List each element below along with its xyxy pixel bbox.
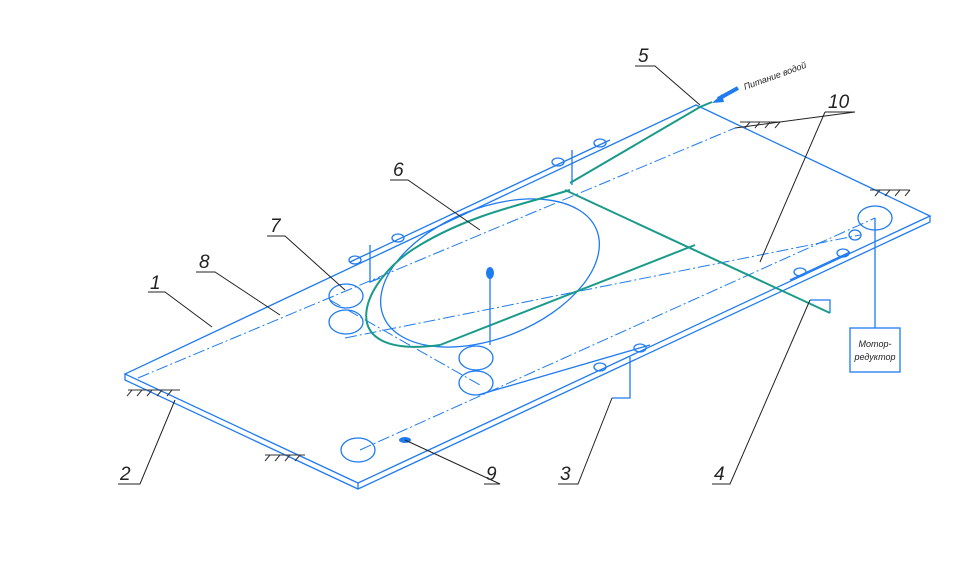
water-supply-label: Питание водой: [742, 60, 807, 92]
label-7: 7: [270, 216, 282, 237]
label-9: 9: [486, 464, 497, 485]
label-10: 10: [828, 92, 850, 113]
label-8: 8: [199, 252, 210, 273]
label-2: 2: [119, 464, 131, 485]
motor-label-1: Мотор-: [859, 339, 892, 349]
water-supply: Питание водой: [712, 60, 808, 103]
motor-label-2: редуктор: [853, 352, 895, 362]
motor-reducer: Мотор- редуктор: [849, 218, 901, 373]
label-4: 4: [714, 464, 725, 485]
part-numbers: 1 2 3 4 5 6 7 8 9 10: [119, 46, 850, 485]
base-plate: [123, 104, 932, 490]
label-6: 6: [393, 160, 404, 181]
rails: [348, 138, 851, 399]
spray-ellipse-and-pipes: [365, 101, 831, 348]
axis-lines: [137, 127, 876, 451]
label-1: 1: [150, 273, 161, 294]
label-5: 5: [638, 46, 649, 67]
leaders: [118, 65, 856, 485]
label-3: 3: [560, 464, 571, 485]
